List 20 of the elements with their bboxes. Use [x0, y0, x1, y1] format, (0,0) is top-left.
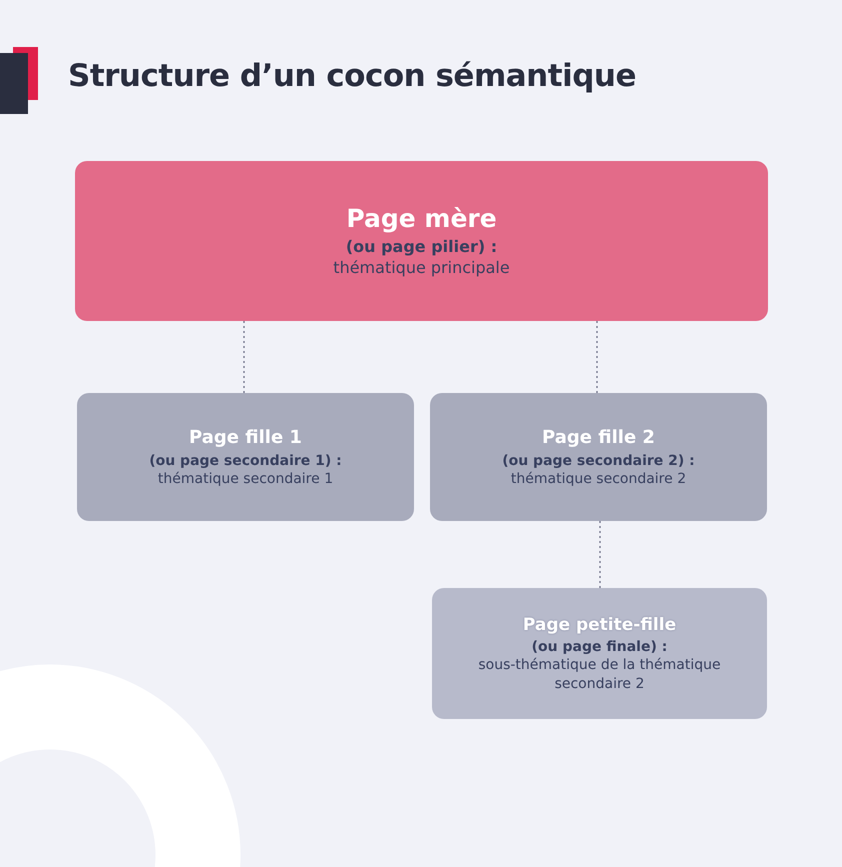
node-description: thématique secondaire 2	[510, 470, 686, 488]
node-heading: Page mère	[346, 202, 497, 235]
node-heading: Page fille 2	[542, 426, 655, 450]
page-box	[432, 588, 767, 719]
parent-page-box	[75, 161, 768, 321]
node-description: thématique secondaire 1	[158, 470, 334, 488]
node-description: thématique principale	[333, 258, 510, 280]
node-description: sous-thématique de la thématique secondaire 2	[477, 656, 722, 693]
connector-line	[599, 521, 601, 588]
page-box	[77, 393, 414, 521]
node-subtitle: (ou page secondaire 1) :	[149, 452, 342, 470]
node-subtitle: (ou page finale) :	[532, 638, 668, 656]
connector-line	[596, 321, 598, 393]
node-heading: Page fille 1	[189, 426, 302, 450]
node-subtitle: (ou page secondaire 2) :	[502, 452, 695, 470]
node-subtitle: (ou page pilier) :	[346, 237, 498, 258]
title: Structure d’un cocon sémantique	[68, 58, 636, 94]
node-heading: Page petite-fille	[522, 614, 676, 636]
connector-line	[243, 321, 245, 393]
page-box	[430, 393, 767, 521]
